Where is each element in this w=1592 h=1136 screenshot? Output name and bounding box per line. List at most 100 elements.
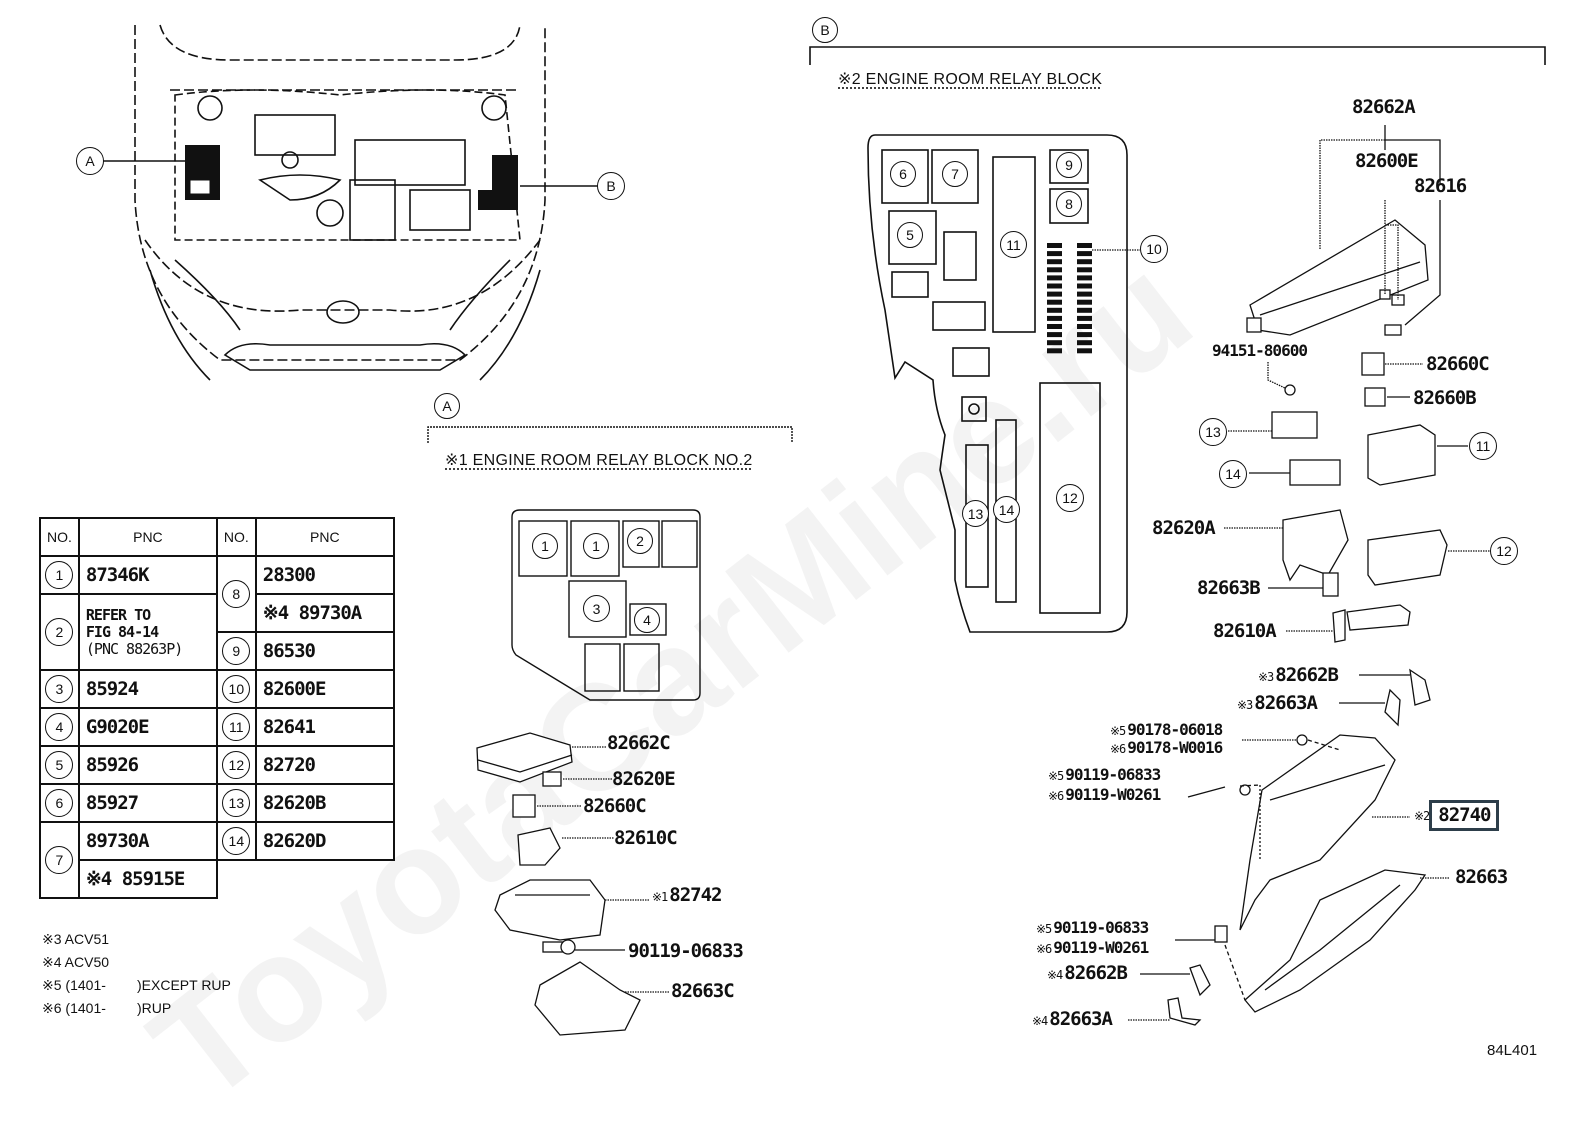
pnc-cell[interactable]: 82620D xyxy=(256,822,394,860)
part-label-82660B[interactable]: 82660B xyxy=(1413,389,1476,408)
no-circle: 14 xyxy=(222,827,250,855)
pnc-cell[interactable]: 86530 xyxy=(256,632,394,670)
legend-item: ※5 (1401- )EXCEPT RUP xyxy=(42,974,231,997)
part-label-82742[interactable]: ※182742 xyxy=(652,886,721,905)
fuse-bar xyxy=(1077,348,1092,353)
pnc-cell[interactable]: 82600E xyxy=(256,670,394,708)
block-b-pos-10: 10 xyxy=(1140,235,1168,263)
part-label-82660C[interactable]: 82660C xyxy=(583,797,646,816)
part-label-90119-06833-upper[interactable]: ※590119-06833 xyxy=(1048,767,1160,783)
part-label-82663C[interactable]: 82663C xyxy=(671,982,734,1001)
no-circle: 3 xyxy=(45,675,73,703)
part-label-82740[interactable]: ※282740 xyxy=(1414,800,1499,831)
part-callout-12[interactable]: 12 xyxy=(1490,537,1518,565)
pnc-cell[interactable]: ※4 89730A xyxy=(256,594,394,632)
pnc-cell[interactable]: 82720 xyxy=(256,746,394,784)
pnc-value: 90119-W0261 xyxy=(1053,938,1148,957)
part-callout-14[interactable]: 14 xyxy=(1219,460,1247,488)
part-label-82660C[interactable]: 82660C xyxy=(1426,355,1489,374)
part-label-94151-80600[interactable]: 94151-80600 xyxy=(1212,343,1307,359)
no-circle: 6 xyxy=(45,789,73,817)
table-row: 6 85927 13 82620B xyxy=(40,784,394,822)
legend-item: ※6 (1401- )RUP xyxy=(42,997,231,1020)
part-label-90178-06018[interactable]: ※590178-06018 xyxy=(1110,722,1222,738)
part-label-82600E[interactable]: 82600E xyxy=(1355,152,1418,171)
part-label-90119-06833-lower[interactable]: ※590119-06833 xyxy=(1036,920,1148,936)
refer-line-1: REFER TO xyxy=(86,607,210,624)
table-row: 3 85924 10 82600E xyxy=(40,670,394,708)
legend-mark: ※3 xyxy=(42,931,62,947)
fuse-array xyxy=(1047,243,1092,353)
part-label-82663B[interactable]: 82663B xyxy=(1197,579,1260,598)
block-b-pos-14: 14 xyxy=(993,496,1020,523)
note-mark: ※1 xyxy=(652,890,667,904)
part-callout-11[interactable]: 11 xyxy=(1469,432,1497,460)
part-label-82662B-acv50[interactable]: ※482662B xyxy=(1047,964,1127,983)
legend-item: ※4 ACV50 xyxy=(42,951,231,974)
pnc-cell[interactable]: 85927 xyxy=(79,784,217,822)
part-callout-13[interactable]: 13 xyxy=(1199,418,1227,446)
part-label-90178-W0016[interactable]: ※690178-W0016 xyxy=(1110,740,1222,756)
legend-mark: ※4 xyxy=(42,954,62,970)
part-label-82662A[interactable]: 82662A xyxy=(1352,98,1415,117)
block-b-pos-7: 7 xyxy=(942,161,968,187)
fuse-bar xyxy=(1077,332,1092,337)
fuse-bar xyxy=(1077,340,1092,345)
section-b-title: ※2 ENGINE ROOM RELAY BLOCK xyxy=(838,69,1102,89)
no-circle: 12 xyxy=(222,751,250,779)
fuse-bar xyxy=(1047,348,1062,353)
part-label-82616[interactable]: 82616 xyxy=(1414,177,1466,196)
pnc-value: 82742 xyxy=(669,884,721,906)
figure-code: 84L401 xyxy=(1487,1042,1537,1059)
part-label-82663A-acv51[interactable]: ※382663A xyxy=(1237,694,1317,713)
header-no-right: NO. xyxy=(217,518,256,556)
refer-line-2: FIG 84-14 xyxy=(86,624,210,641)
part-label-82620A[interactable]: 82620A xyxy=(1152,519,1215,538)
pnc-cell[interactable]: ※4 85915E xyxy=(79,860,217,898)
part-label-82610A[interactable]: 82610A xyxy=(1213,622,1276,641)
part-label-82610C[interactable]: 82610C xyxy=(614,829,677,848)
pnc-cell[interactable]: 85924 xyxy=(79,670,217,708)
part-label-90119-06833[interactable]: 90119-06833 xyxy=(628,942,743,961)
note-mark: ※3 xyxy=(1237,698,1252,712)
fuse-bar xyxy=(1047,300,1062,305)
pnc-cell[interactable]: 82641 xyxy=(256,708,394,746)
pnc-cell[interactable]: G9020E xyxy=(79,708,217,746)
block-b-pos-13: 13 xyxy=(962,500,989,527)
block-a-pos-1a: 1 xyxy=(532,533,558,559)
table-row: 5 85926 12 82720 xyxy=(40,746,394,784)
section-a-marker: A xyxy=(434,393,460,419)
fuse-bar xyxy=(1077,251,1092,256)
part-label-90119-W0261-lower[interactable]: ※690119-W0261 xyxy=(1036,940,1148,956)
block-b-pos-5: 5 xyxy=(897,222,923,248)
pnc-cell[interactable]: 89730A xyxy=(79,822,217,860)
note-mark: ※5 xyxy=(1048,769,1063,783)
pnc-cell-refer[interactable]: REFER TO FIG 84-14 (PNC 88263P) xyxy=(79,594,217,670)
empty-cell xyxy=(217,860,256,898)
note-mark: ※2 xyxy=(1414,810,1429,822)
fuse-bar xyxy=(1047,324,1062,329)
callout-a: A xyxy=(76,147,104,175)
table-row: 1 87346K 8 28300 xyxy=(40,556,394,594)
fuse-bar xyxy=(1047,267,1062,272)
fuse-bar xyxy=(1077,275,1092,280)
pnc-cell[interactable]: 82620B xyxy=(256,784,394,822)
fuse-bar xyxy=(1047,340,1062,345)
legend-mark: ※5 xyxy=(42,977,62,993)
block-b-pos-6: 6 xyxy=(890,161,916,187)
fuse-bar xyxy=(1077,316,1092,321)
section-a-title: ※1 ENGINE ROOM RELAY BLOCK NO.2 xyxy=(445,450,753,470)
empty-cell xyxy=(256,860,394,898)
part-label-82663[interactable]: 82663 xyxy=(1455,868,1507,887)
part-label-90119-W0261-upper[interactable]: ※690119-W0261 xyxy=(1048,787,1160,803)
part-label-82662C[interactable]: 82662C xyxy=(607,734,670,753)
part-label-82662B-acv51[interactable]: ※382662B xyxy=(1258,666,1338,685)
note-mark: ※6 xyxy=(1110,742,1125,756)
pnc-cell[interactable]: 85926 xyxy=(79,746,217,784)
block-b-pos-9: 9 xyxy=(1056,152,1082,178)
part-label-82620E[interactable]: 82620E xyxy=(612,770,675,789)
pnc-cell[interactable]: 87346K xyxy=(79,556,217,594)
pnc-value: 82663A xyxy=(1049,1008,1112,1030)
pnc-cell[interactable]: 28300 xyxy=(256,556,394,594)
part-label-82663A-acv50[interactable]: ※482663A xyxy=(1032,1010,1112,1029)
